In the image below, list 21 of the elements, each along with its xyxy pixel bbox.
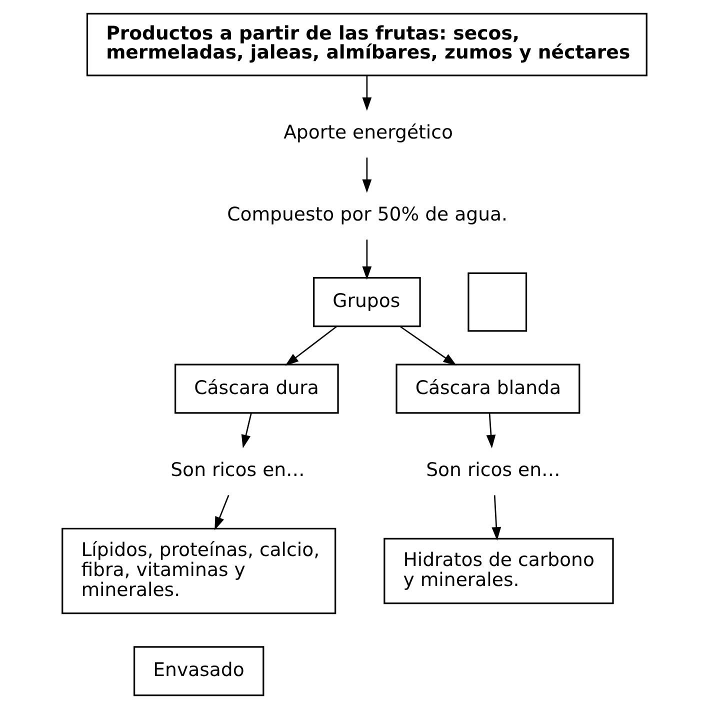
node-box: Hidratos de carbono y minerales. <box>383 538 614 604</box>
node-box: Grupos <box>312 277 420 328</box>
arrow <box>214 495 229 530</box>
node-text: Son ricos en… <box>170 460 304 481</box>
arrow <box>284 326 337 366</box>
arrow <box>362 158 372 193</box>
node-box: Envasado <box>133 646 264 696</box>
node-text: Son ricos en… <box>426 460 560 481</box>
node-box: Productos a partir de las frutas: secos, mermeladas, jaleas, almíbares, zumos y néctares <box>86 12 647 76</box>
node-text: Compuesto por 50% de agua. <box>226 204 508 226</box>
arrow <box>491 495 501 541</box>
node-text: Aporte energético <box>283 122 453 144</box>
arrow <box>486 413 496 448</box>
node-box <box>467 272 527 332</box>
node-box: Lípidos, proteínas, calcio, fibra, vitaminas y minerales. <box>61 528 336 614</box>
node-box: Cáscara dura <box>174 364 338 414</box>
arrow <box>362 76 372 111</box>
arrow <box>399 326 456 366</box>
arrow <box>362 240 372 280</box>
arrow <box>240 412 252 448</box>
node-box: Cáscara blanda <box>395 364 580 414</box>
